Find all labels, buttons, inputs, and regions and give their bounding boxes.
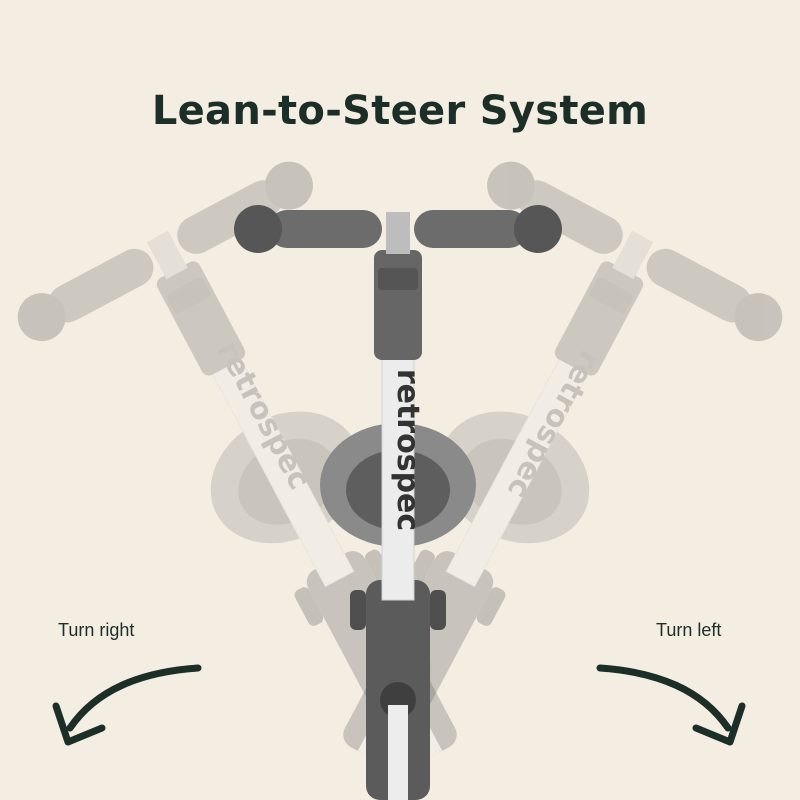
turn-right-arrow-icon [52, 664, 202, 746]
page-title: Lean-to-Steer System [151, 88, 649, 134]
turn-left-arrow-icon [596, 664, 746, 746]
main-scooter: retrospec [233, 204, 563, 800]
brand-text-main: retrospec [390, 369, 425, 531]
turn-left-label: Turn left [656, 620, 722, 640]
turn-right-label: Turn right [58, 620, 135, 640]
